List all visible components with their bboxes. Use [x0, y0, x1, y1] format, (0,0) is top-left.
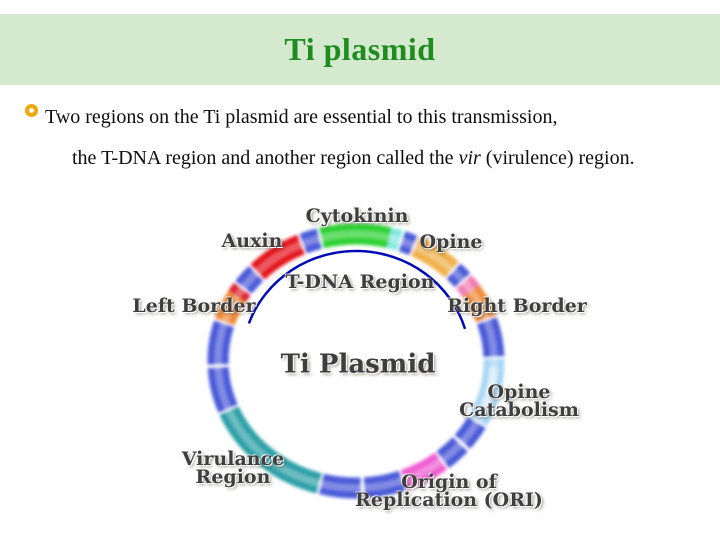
diagram-label-origin-replication-line: Origin of: [401, 470, 497, 493]
diagram-label-opine: Opine: [419, 230, 483, 253]
slide-header: Ti plasmid: [0, 14, 720, 85]
diagram-label-cytokinin: Cytokinin: [305, 204, 409, 227]
diagram-label-ti-plasmid: Ti Plasmid: [280, 349, 436, 380]
diagram-label-left-border-line: Left Border: [132, 294, 256, 317]
plasmid-ring: [207, 223, 505, 499]
bullet-text-line2-pre: the T-DNA region and another region call…: [72, 147, 459, 169]
diagram-label-ti-plasmid-line: Ti Plasmid: [280, 349, 436, 380]
diagram-label-virulance-region-line: Region: [195, 466, 271, 488]
bullet-icon: [25, 104, 38, 117]
diagram-label-cytokinin-line: Cytokinin: [305, 204, 409, 227]
ring-gloss-highlight: [214, 230, 498, 492]
diagram-label-origin-replication-line: Replication (ORI): [355, 489, 543, 511]
slide-title: Ti plasmid: [284, 31, 436, 67]
tdna-region-arc: [247, 249, 467, 330]
diagram-label-virulance-region-line: Virulance: [181, 447, 285, 470]
diagram-label-tdna-region-line: T-DNA Region: [285, 270, 435, 293]
bullet-text-line2-vir: vir: [458, 147, 481, 169]
diagram-label-opine-line: Opine: [419, 230, 483, 253]
diagram-label-opine-catabolism-line: Opine: [487, 380, 551, 403]
diagram-label-right-border: Right Border: [447, 294, 587, 317]
diagram-label-right-border-line: Right Border: [447, 294, 587, 317]
bullet-text-line1: Two regions on the Ti plasmid are essent…: [45, 106, 558, 128]
diagram-label-tdna-region: T-DNA Region: [285, 270, 435, 293]
bullet-text-line2-post: (virulence) region.: [480, 147, 635, 169]
bullet-text-line2: the T-DNA region and another region call…: [72, 147, 635, 170]
diagram-label-auxin: Auxin: [221, 229, 283, 252]
diagram-label-auxin-line: Auxin: [221, 229, 283, 252]
diagram-label-opine-catabolism-line: Catabolism: [459, 399, 579, 421]
diagram-label-left-border: Left Border: [132, 294, 256, 317]
